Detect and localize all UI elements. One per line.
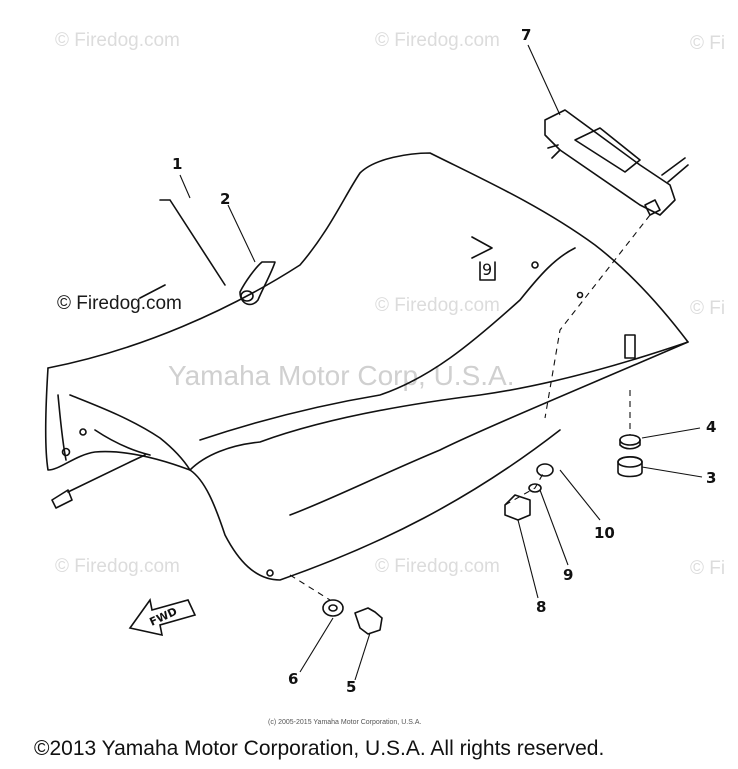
seat-lower-edge	[44, 367, 561, 581]
footer-copyright: ©2013 Yamaha Motor Corporation, U.S.A. A…	[34, 737, 605, 760]
callout-2: 2	[220, 190, 231, 208]
callout-10: 10	[594, 524, 615, 542]
seat-outline	[47, 152, 689, 516]
watermark-bottom-center: © Firedog.com	[375, 556, 500, 577]
small-copyright: (c) 2005-2015 Yamaha Motor Corporation, …	[268, 719, 422, 726]
seat-side-curve	[189, 341, 689, 471]
watermark-mid-center: © Firedog.com	[375, 295, 500, 316]
callout-4: 4	[706, 418, 717, 436]
strap	[139, 199, 226, 299]
pan-recess	[57, 394, 191, 471]
watermark-bottom-right: © Fi	[690, 558, 726, 579]
callout-3: 3	[706, 469, 717, 487]
watermark-top-center: © Firedog.com	[375, 30, 500, 51]
fwd-arrow	[128, 598, 197, 637]
callout-7: 7	[521, 26, 532, 44]
hook-part	[239, 261, 276, 306]
watermark-top-left: © Firedog.com	[55, 30, 180, 51]
watermark-top-right: © Fi	[690, 33, 726, 54]
center-watermark: Yamaha Motor Corp, U.S.A.	[168, 360, 515, 391]
watermark-bottom-left: © Firedog.com	[55, 556, 180, 577]
callout-9: 9	[563, 566, 574, 584]
watermark-mid-right: © Fi	[690, 298, 726, 319]
callout-5: 5	[346, 678, 357, 696]
seat-mark: 9	[482, 260, 492, 279]
callout-6: 6	[288, 670, 299, 688]
callout-8: 8	[536, 598, 547, 616]
watermark-mid-left: © Firedog.com	[57, 293, 182, 314]
callout-1: 1	[172, 155, 183, 173]
seat-inner-contour	[199, 247, 576, 441]
bracket-part	[544, 109, 676, 216]
